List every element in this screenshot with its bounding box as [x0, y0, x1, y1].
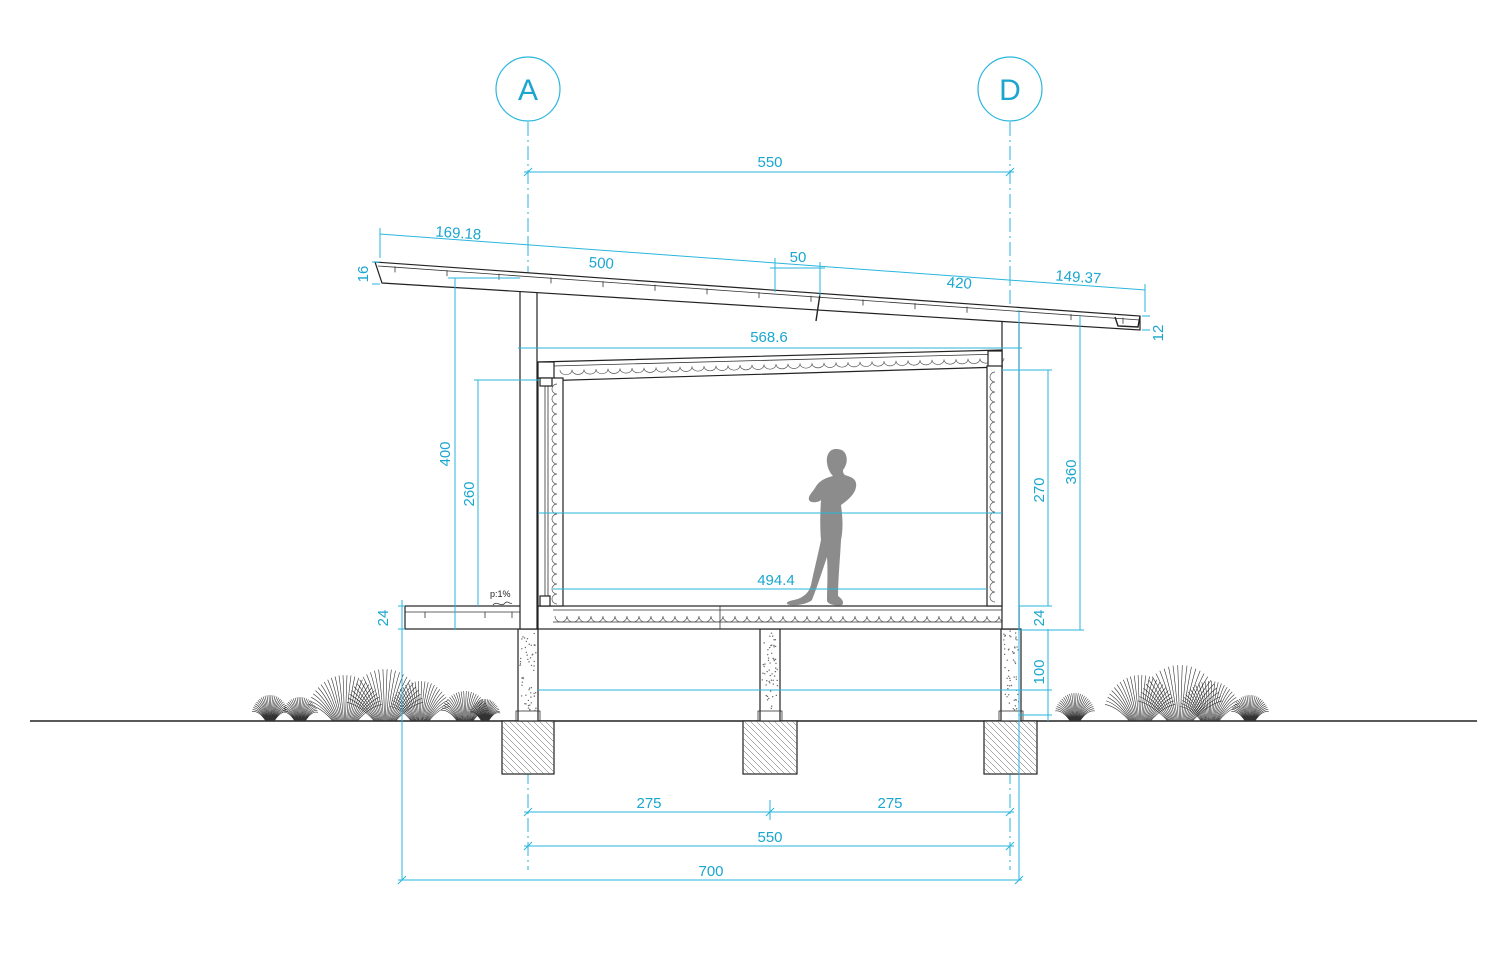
- pier-right: [998, 628, 1024, 722]
- slope-arrow-icon: [492, 601, 513, 606]
- footing-left: [501, 720, 555, 775]
- dim-axis-span-top: 550: [757, 154, 782, 171]
- dimension-lines: [372, 167, 1150, 885]
- dim-bay-left: 275: [636, 795, 661, 812]
- grass-left: [251, 669, 501, 722]
- dim-bay-right: 275: [877, 795, 902, 812]
- dim-height-right-total: 360: [1063, 459, 1080, 484]
- ceiling: [537, 349, 1005, 382]
- dim-height-interior-right: 270: [1031, 477, 1048, 502]
- dim-ceiling-length: 568.6: [750, 329, 788, 346]
- dim-roof-overhang-right: 149.37: [1055, 267, 1102, 287]
- column-left: [519, 280, 538, 630]
- pier-middle: [757, 628, 783, 722]
- grid-label-a: A: [518, 74, 538, 107]
- dim-roof-step: 50: [790, 249, 807, 266]
- floor-slab: [537, 605, 1020, 630]
- wall-right: [986, 365, 1003, 607]
- dim-floor-interior-length: 494.4: [757, 572, 795, 589]
- terrace-slope-label: p:1%: [490, 589, 511, 599]
- dim-roof-thickness-left: 16: [355, 266, 372, 283]
- dim-floor-thickness-left: 24: [375, 610, 392, 627]
- footing-middle: [742, 720, 798, 775]
- wall-left: [537, 377, 564, 607]
- grass-right: [1055, 665, 1269, 722]
- dim-roof-right-span: 420: [946, 274, 972, 293]
- grid-bubble-a: [495, 56, 561, 122]
- dim-height-door: 260: [461, 481, 478, 506]
- column-right: [1001, 311, 1020, 630]
- roof: [374, 261, 1141, 331]
- dim-overall-width: 700: [698, 863, 723, 880]
- dim-roof-thickness-right: 12: [1150, 325, 1167, 342]
- terrace-deck: [404, 605, 539, 630]
- dim-roof-overhang-left: 169.18: [435, 223, 482, 243]
- grid-label-d: D: [999, 74, 1021, 107]
- dim-height-left-total: 400: [437, 441, 454, 466]
- dim-axis-span-bottom: 550: [757, 829, 782, 846]
- grid-bubble-d: [977, 56, 1043, 122]
- footing-right: [983, 720, 1038, 775]
- dim-plinth-height: 100: [1031, 659, 1048, 684]
- human-silhouette: [786, 449, 857, 606]
- dim-roof-left-span: 500: [588, 254, 614, 273]
- dim-floor-thickness-right: 24: [1031, 610, 1048, 627]
- pier-left: [515, 628, 541, 722]
